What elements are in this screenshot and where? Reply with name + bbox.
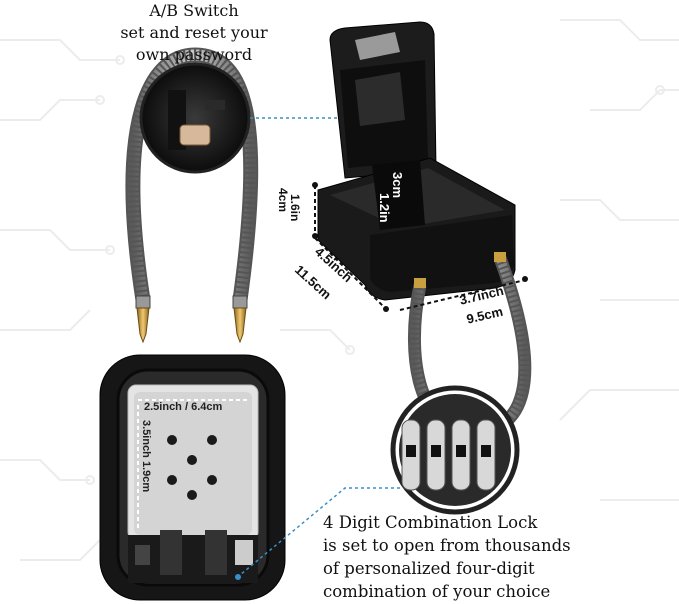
combination-caption-line1: 4 Digit Combination Lock [323,513,538,532]
combination-caption-line4: combination of your choice [323,582,551,601]
background-pattern [0,19,679,561]
switch-title-line1: A/B Switch [149,1,239,20]
switch-title-line2: set and reset your [120,23,268,42]
open-lock-box [317,21,516,301]
combination-zoom-detail [390,385,520,515]
height-in-label: 1.6in [288,194,302,222]
cable-shackle [125,47,259,344]
combination-caption-line2: is set to open from thousands [323,536,571,555]
front-height-label: 3.5inch 1.9cm [140,420,152,493]
switch-zoom-detail [139,62,251,174]
height-cm-label: 4cm [276,188,290,213]
combination-caption-line3: of personalized four-digit [323,559,535,578]
switch-title-line3: own password [135,45,253,64]
front-view-box [99,354,286,601]
front-width-label: 2.5inch / 6.4cm [144,401,223,413]
inner-depth-label: 3cm [390,172,405,199]
